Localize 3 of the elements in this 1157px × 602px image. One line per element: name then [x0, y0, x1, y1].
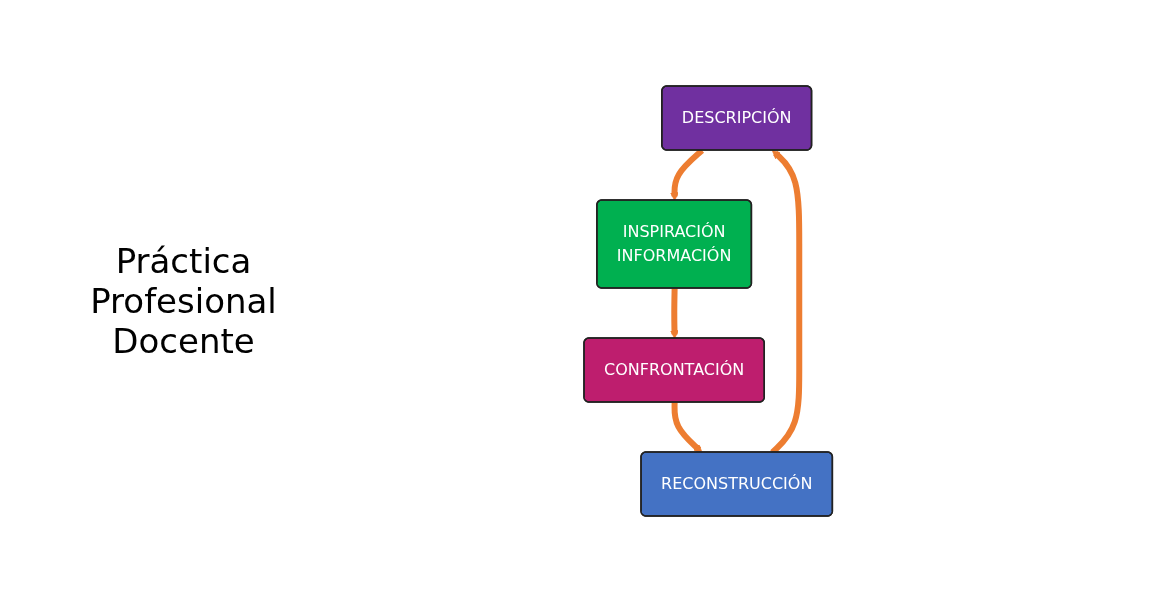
center-label: Práctica Profesional Docente [89, 241, 278, 361]
arrow [671, 402, 703, 453]
arrow [670, 288, 680, 339]
